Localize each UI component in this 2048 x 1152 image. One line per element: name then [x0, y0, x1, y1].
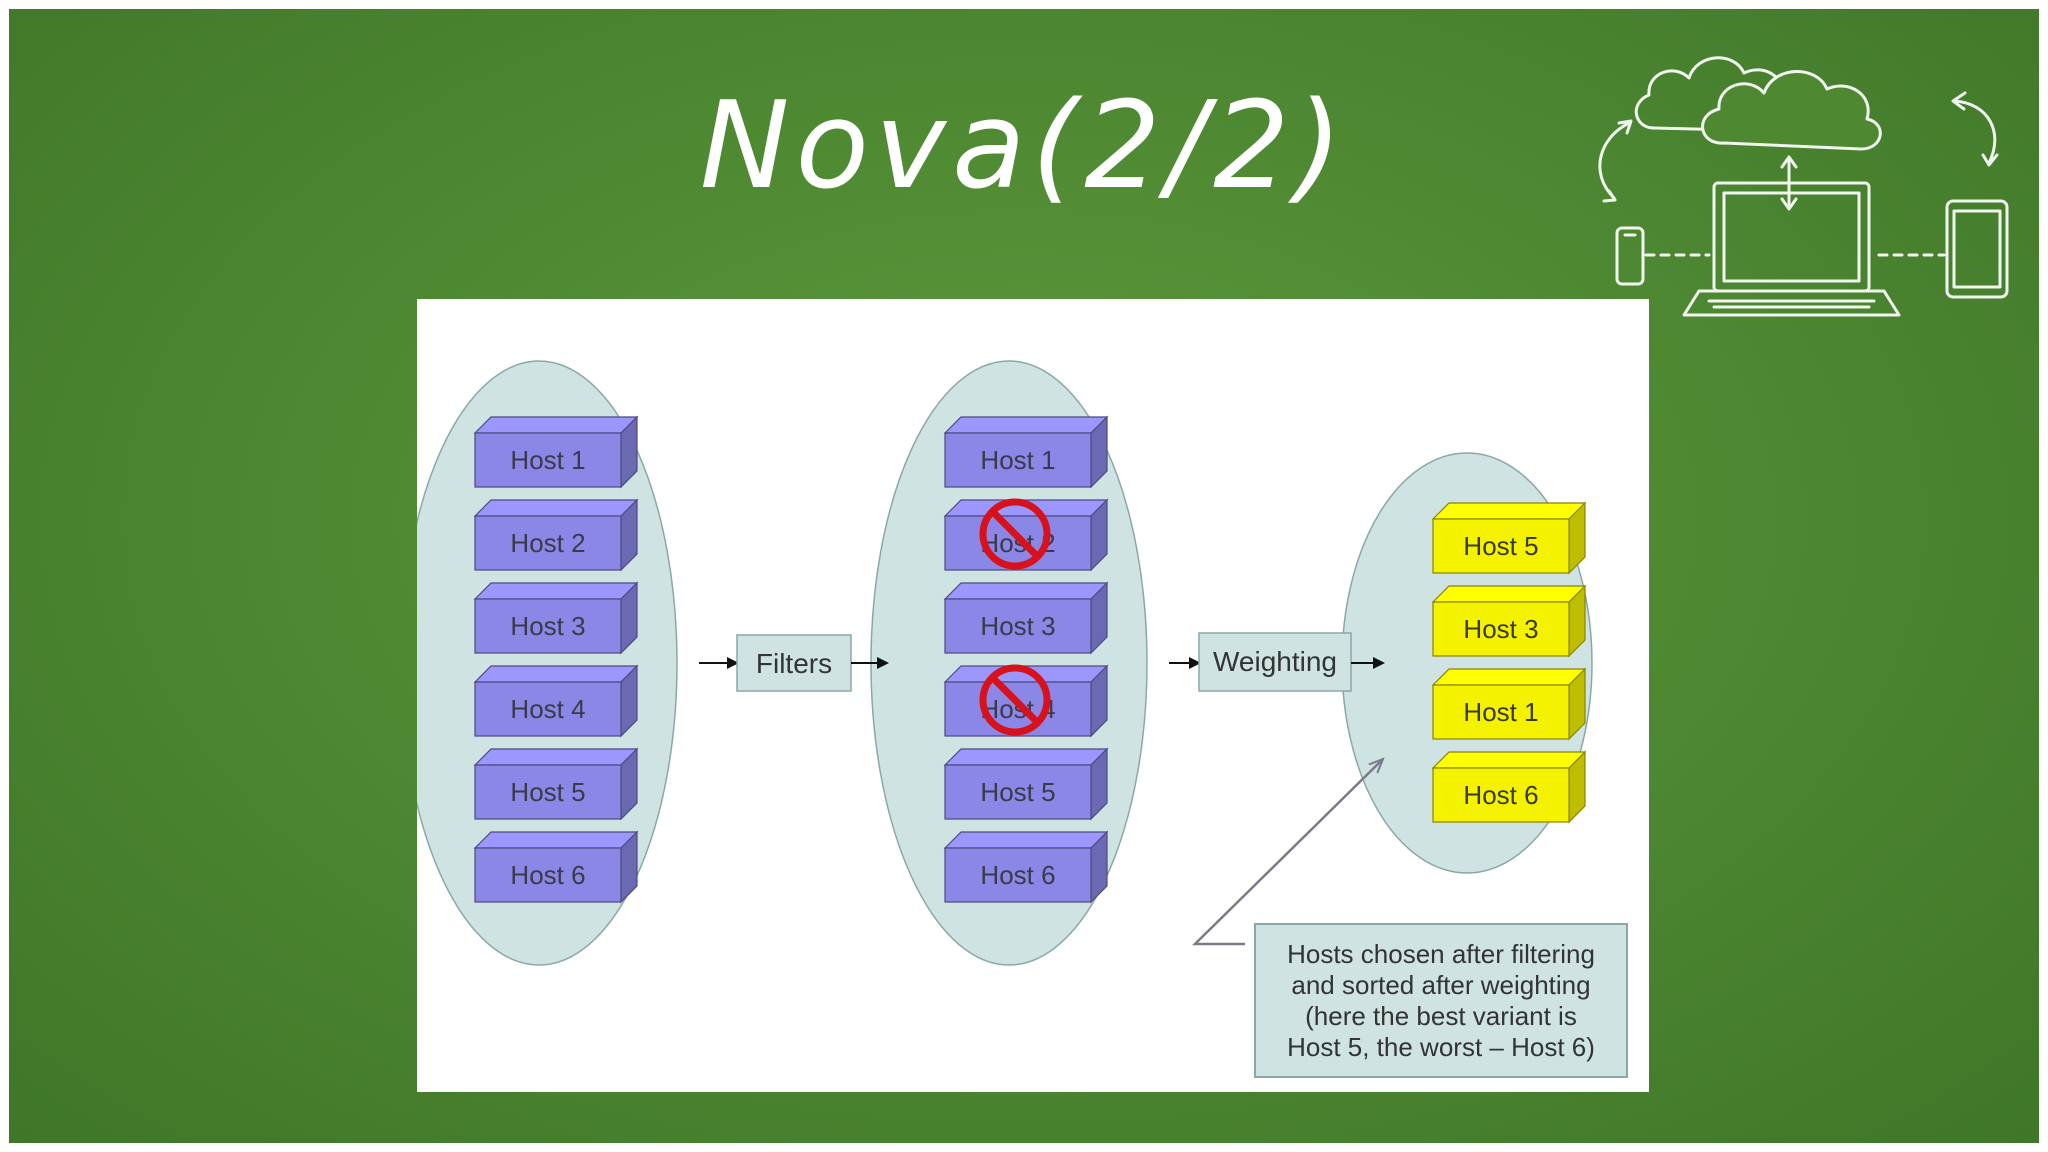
callout-text-line: (here the best variant is — [1305, 1001, 1577, 1031]
host-box: Host 3 — [1431, 584, 1587, 658]
chalkboard-background: Nova(2/2) — [9, 9, 2039, 1143]
host-box: Host 2 — [473, 498, 639, 572]
slide-title: Nova(2/2) — [699, 77, 1349, 216]
cloud-devices-illustration — [1598, 56, 2009, 317]
laptop-icon — [1712, 181, 1871, 293]
no-entry-icon — [979, 664, 1051, 736]
callout-pointer — [1191, 759, 1383, 946]
no-entry-icon — [979, 498, 1051, 570]
callout-text-line: Host 5, the worst – Host 6) — [1287, 1032, 1595, 1062]
host-label: Host 6 — [1463, 780, 1538, 810]
host-box: Host 1 — [1431, 667, 1587, 741]
host-box: Host 1 — [473, 415, 639, 489]
host-label: Host 1 — [1463, 697, 1538, 727]
callout-text-line: Hosts chosen after filtering — [1287, 939, 1595, 969]
host-box: Host 6 — [943, 830, 1109, 904]
host-box: Host 6 — [1431, 750, 1587, 824]
host-label: Host 3 — [980, 611, 1055, 641]
host-label: Host 3 — [1463, 614, 1538, 644]
host-label: Host 5 — [980, 777, 1055, 807]
host-label: Host 1 — [980, 445, 1055, 475]
host-label: Host 2 — [510, 528, 585, 558]
host-box: Host 4 — [943, 664, 1109, 738]
host-label: Host 4 — [510, 694, 585, 724]
host-box: Host 5 — [943, 747, 1109, 821]
callout-text-line: and sorted after weighting — [1291, 970, 1590, 1000]
filters-step-box — [736, 634, 852, 692]
nova-scheduler-diagram: Host 1 Host 2 Host 3 Host 4 Host 5 Host 6 Hos… — [417, 360, 1628, 1078]
host-box: Host 5 — [1431, 501, 1587, 575]
host-box: Host 5 — [473, 747, 639, 821]
host-box: Host 3 — [943, 581, 1109, 655]
scheduler-diagram-panel: Host 1 Host 2 Host 3 Host 4 Host 5 Host 6 Hos… — [417, 299, 1649, 1092]
host-label: Host 5 — [510, 777, 585, 807]
host-box: Host 6 — [473, 830, 639, 904]
host-label: Host 6 — [980, 860, 1055, 890]
host-box: Host 2 — [943, 498, 1109, 572]
cloud-icon — [1701, 70, 1882, 151]
filters-step-label: Filters — [756, 648, 832, 679]
host-label: Host 5 — [1463, 531, 1538, 561]
tablet-icon — [1945, 199, 2009, 299]
phone-icon — [1615, 226, 1645, 286]
callout-box — [1254, 923, 1628, 1078]
host-box: Host 1 — [943, 415, 1109, 489]
host-label: Host 1 — [510, 445, 585, 475]
host-box: Host 3 — [473, 581, 639, 655]
weighting-step-label: Weighting — [1213, 646, 1337, 677]
host-label: Host 3 — [510, 611, 585, 641]
host-box: Host 4 — [473, 664, 639, 738]
host-label: Host 6 — [510, 860, 585, 890]
